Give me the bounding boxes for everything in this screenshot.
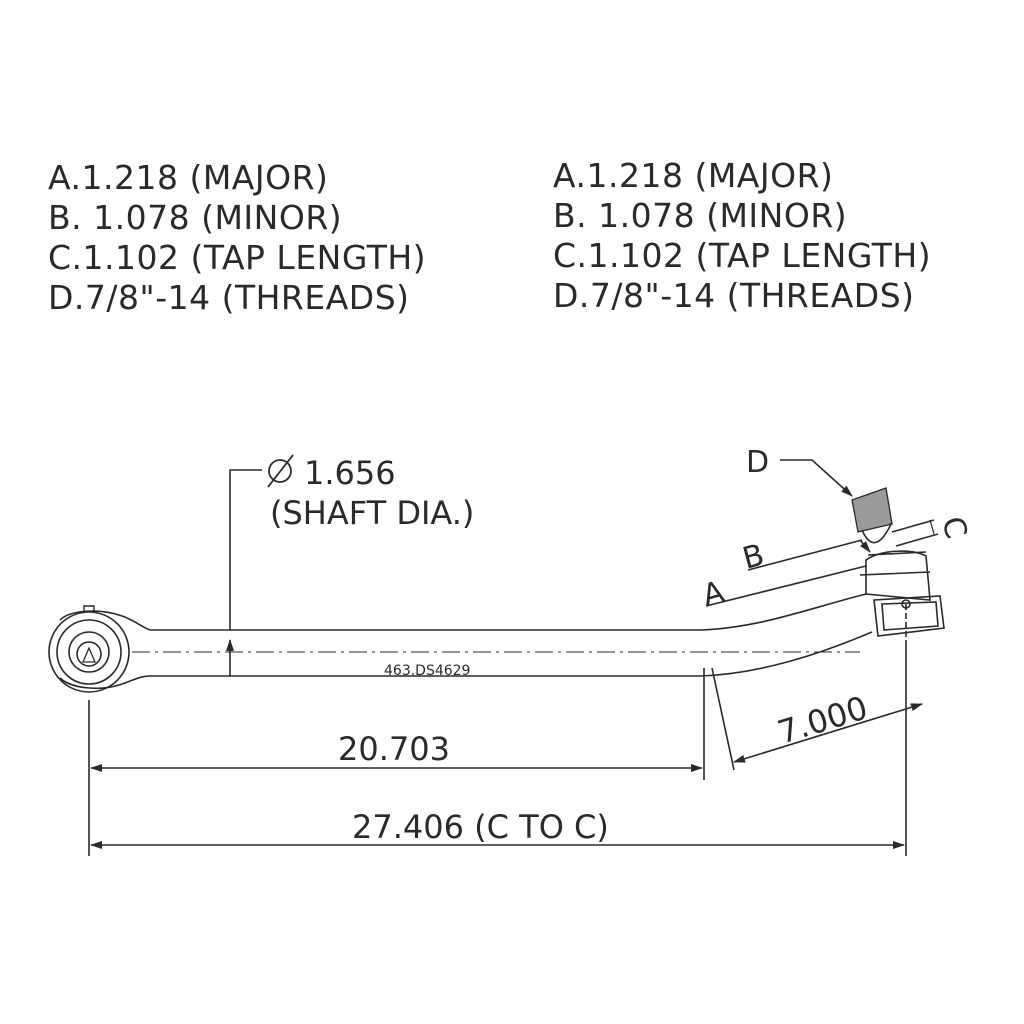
bolt-head-icon [82, 646, 96, 663]
label-d: D [746, 445, 769, 480]
shaft-dia-value: 1.656 [304, 454, 396, 492]
right-tie-rod-end [851, 487, 945, 640]
spec-list-right: A.1.218 (MAJOR) B. 1.078 (MINOR) C.1.102… [553, 156, 931, 316]
dim-end-value: 7.000 [773, 689, 872, 752]
leader-a [705, 565, 867, 607]
right-end-socket [873, 595, 945, 637]
spec-minor: B. 1.078 (MINOR) [48, 198, 343, 237]
shaft-dia-leader-line [229, 469, 262, 630]
diameter-symbol-icon [268, 459, 292, 483]
leader-d [780, 459, 853, 497]
left-joint-housing [59, 610, 151, 631]
tie-rod-shaft [132, 593, 873, 677]
spec-major: A.1.218 (MAJOR) [553, 156, 834, 195]
left-ball-joint [48, 605, 151, 693]
spec-list-left: A.1.218 (MAJOR) B. 1.078 (MINOR) C.1.102… [48, 158, 426, 318]
label-c: C [934, 513, 973, 542]
shaft-diameter-callout [226, 454, 294, 676]
abcd-callouts [705, 459, 939, 607]
leader-b [747, 539, 863, 571]
spec-tap-length: C.1.102 (TAP LENGTH) [553, 236, 932, 275]
spec-tap-length: C.1.102 (TAP LENGTH) [48, 238, 427, 277]
spec-threads: D.7/8"-14 (THREADS) [553, 276, 915, 315]
label-b: B [739, 538, 768, 577]
spec-minor: B. 1.078 (MINOR) [553, 196, 848, 235]
spec-major: A.1.218 (MAJOR) [48, 158, 329, 197]
grease-fitting-icon [83, 605, 95, 612]
dim-line-end [733, 703, 923, 763]
shaft-dia-label: (SHAFT DIA.) [270, 494, 474, 532]
shaft-upper-edge [150, 593, 867, 631]
right-end-housing [865, 550, 931, 601]
angled-extension-line [711, 667, 735, 771]
part-number: 463.DS4629 [384, 663, 470, 679]
spec-threads: D.7/8"-14 (THREADS) [48, 278, 410, 317]
dimension-lines [88, 640, 923, 856]
label-a: A [699, 574, 728, 613]
shaft-lower-edge [150, 631, 873, 677]
dim-overall-value: 27.406 (C TO C) [352, 808, 609, 846]
thread-stud [851, 487, 893, 533]
dim-bend-value: 20.703 [338, 730, 450, 768]
